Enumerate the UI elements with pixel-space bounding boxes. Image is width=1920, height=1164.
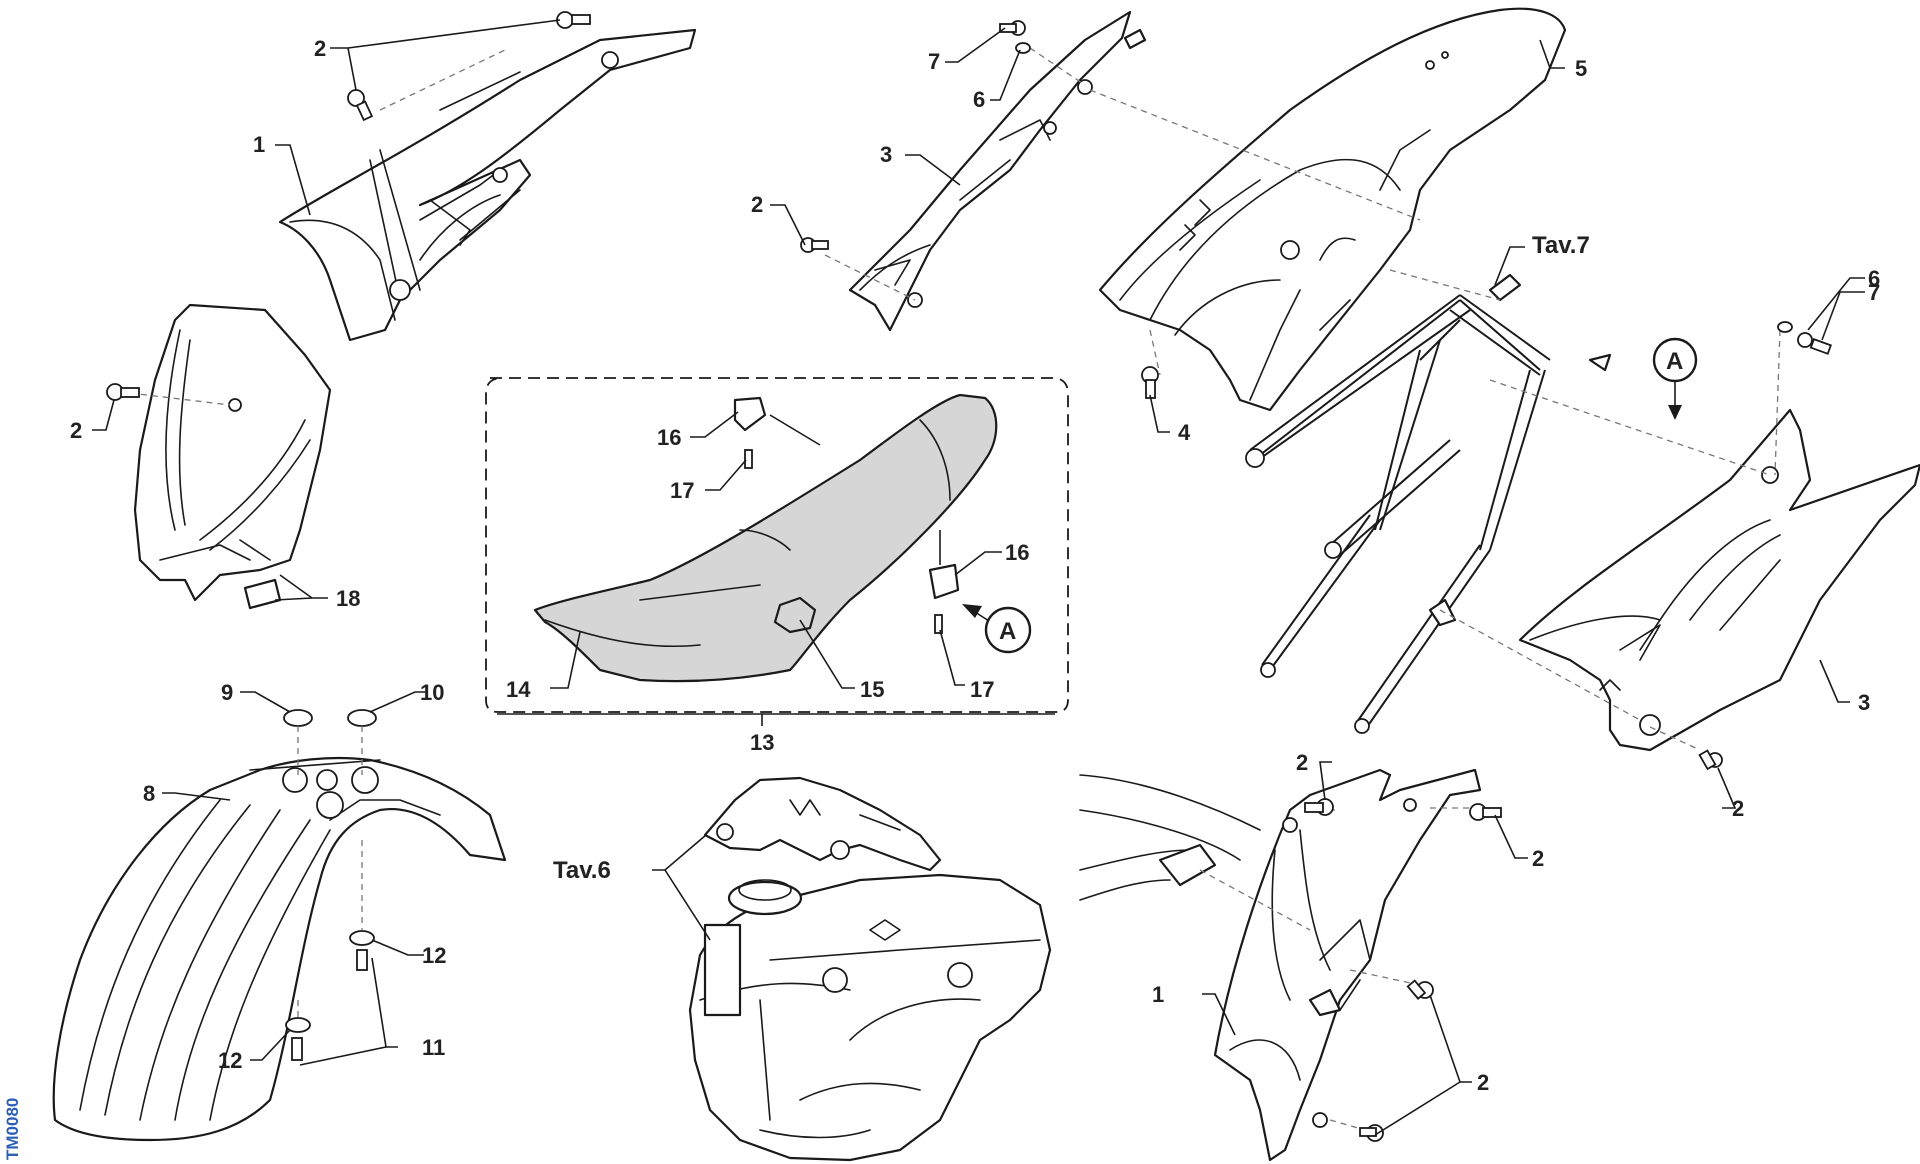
callout-2-mid: 2 bbox=[751, 192, 763, 217]
fastener-bolts bbox=[106, 11, 1832, 1142]
detail-a-arrow-top bbox=[1668, 380, 1682, 420]
part-side-panel-right bbox=[1518, 408, 1920, 752]
detail-a-label-top: A bbox=[1666, 348, 1683, 375]
callout-16-right: 16 bbox=[1005, 540, 1029, 565]
detail-a-marker-top: A bbox=[1652, 337, 1698, 383]
callout-15: 15 bbox=[860, 677, 884, 702]
callout-17-bottom: 17 bbox=[970, 677, 994, 702]
callout-13: 13 bbox=[750, 730, 774, 755]
front-fender-hardware bbox=[283, 709, 377, 1061]
callout-10: 10 bbox=[420, 680, 444, 705]
callout-6-top: 6 bbox=[973, 87, 985, 112]
part-side-panel-lower bbox=[1213, 768, 1482, 1162]
callout-2-right-lower: 2 bbox=[1532, 846, 1544, 871]
callout-18: 18 bbox=[336, 586, 360, 611]
alignment-lines bbox=[129, 47, 1781, 1131]
callout-2-bottom-right: 2 bbox=[1477, 1070, 1489, 1095]
callout-2-top: 2 bbox=[314, 36, 326, 61]
callout-11: 11 bbox=[422, 1035, 445, 1060]
callout-3-top: 3 bbox=[880, 142, 892, 167]
drawing-code: TM0080 bbox=[3, 1098, 22, 1160]
reference-tav6: Tav.6 bbox=[553, 857, 611, 884]
seat-group bbox=[485, 377, 1069, 713]
callout-3-right: 3 bbox=[1858, 690, 1870, 715]
callout-6-right: 6 bbox=[1868, 266, 1880, 291]
callout-14: 14 bbox=[506, 677, 531, 702]
callout-17-top: 17 bbox=[670, 478, 694, 503]
callout-7-top: 7 bbox=[928, 49, 940, 74]
detail-a-label-seat: A bbox=[999, 618, 1016, 645]
callout-8: 8 bbox=[143, 781, 155, 806]
callout-1-top: 1 bbox=[253, 132, 265, 157]
reference-tav7: Tav.7 bbox=[1532, 232, 1590, 259]
part-side-cover-middle bbox=[848, 10, 1147, 332]
detail-a-marker-seat: A bbox=[984, 606, 1032, 654]
callout-2-rear: 2 bbox=[1732, 796, 1744, 821]
fuel-tank bbox=[688, 873, 1052, 1162]
callout-2-right-tank: 2 bbox=[1296, 750, 1308, 775]
callout-4: 4 bbox=[1178, 420, 1191, 445]
part-side-panel-left bbox=[278, 28, 697, 342]
radiator-shroud-bracket bbox=[703, 776, 942, 872]
callout-9: 9 bbox=[221, 680, 233, 705]
rear-subframe bbox=[1245, 273, 1612, 734]
callout-2-left: 2 bbox=[70, 418, 82, 443]
callout-12-bottom: 12 bbox=[218, 1048, 242, 1073]
frame-edge-lines bbox=[1079, 774, 1261, 901]
leader-lines bbox=[92, 19, 1865, 1136]
callout-12-top: 12 bbox=[422, 943, 446, 968]
part-rear-fender bbox=[1098, 7, 1567, 412]
callout-1-bottom: 1 bbox=[1152, 982, 1164, 1007]
callout-7-right: 7 bbox=[1868, 280, 1880, 305]
callout-5: 5 bbox=[1575, 56, 1587, 81]
part-front-number-plate bbox=[133, 303, 332, 610]
callout-16-top: 16 bbox=[657, 425, 681, 450]
